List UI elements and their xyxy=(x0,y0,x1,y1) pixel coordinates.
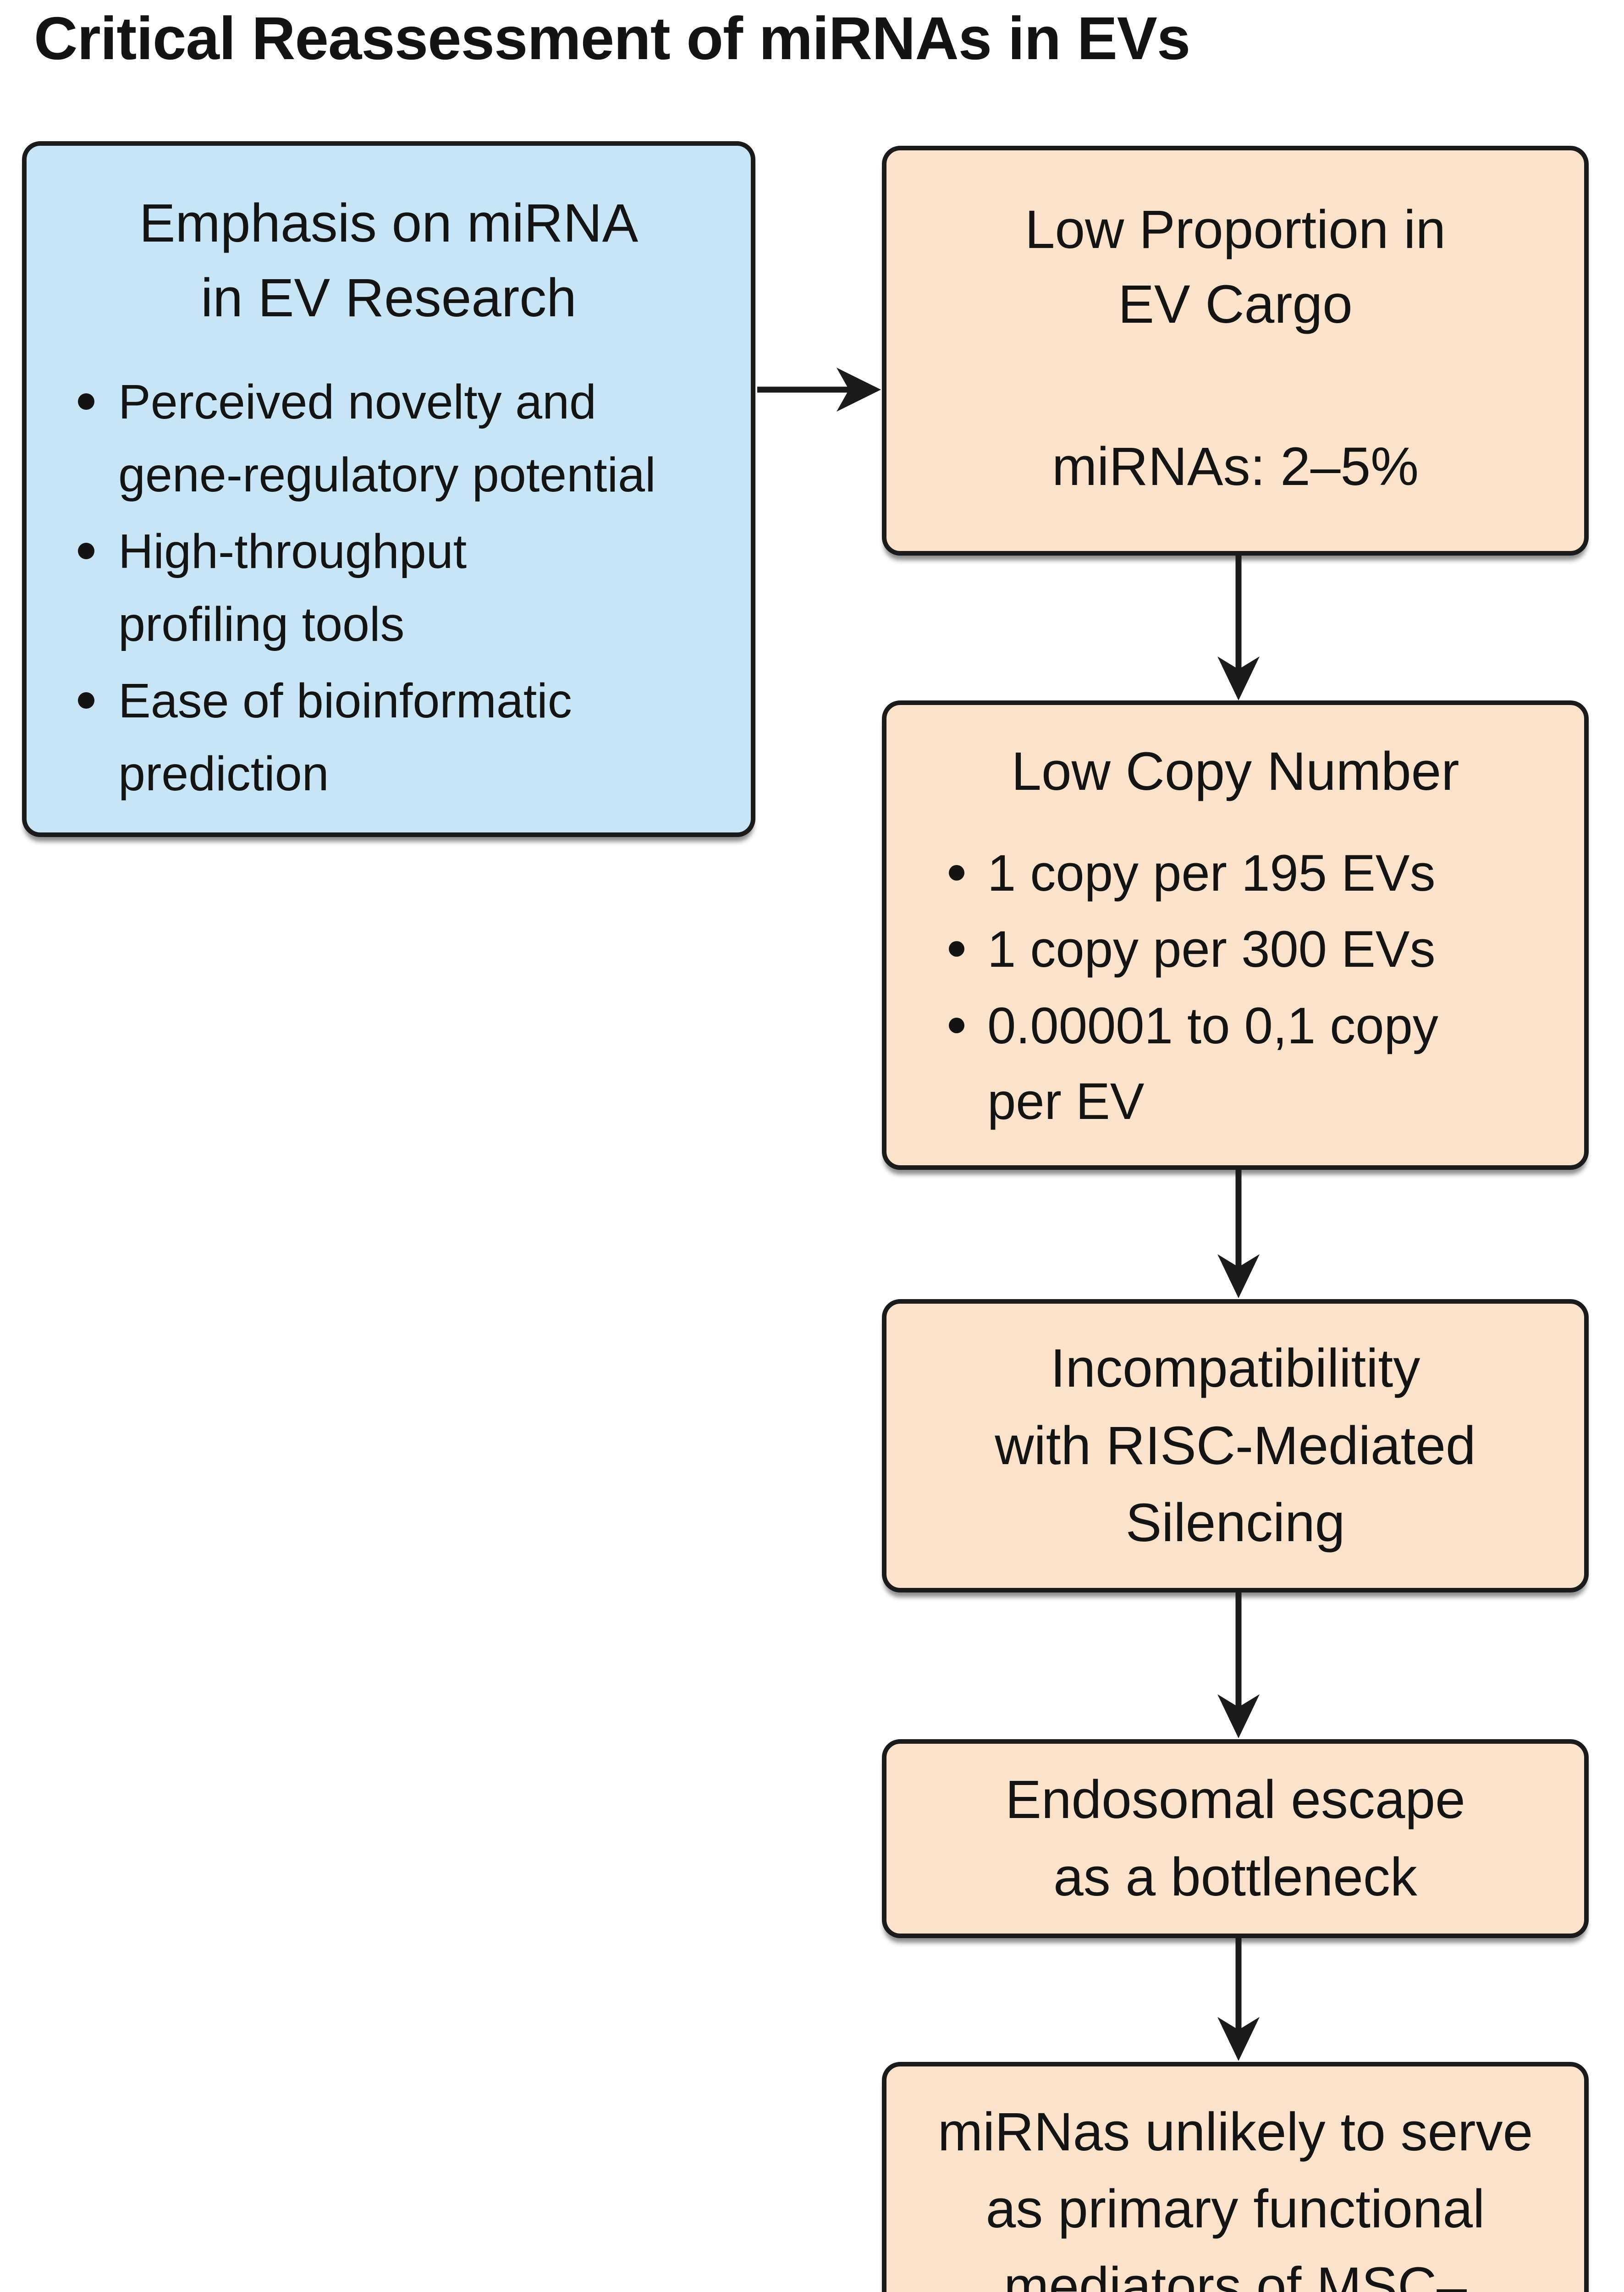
bullet-text: Perceived novelty and gene-regulatory po… xyxy=(118,375,656,502)
page-title: Critical Reassessment of miRNAs in EVs xyxy=(34,5,1190,72)
bullet-text: 1 copy per 195 EVs xyxy=(987,844,1436,902)
low-copy-box-title: Low Copy Number xyxy=(1011,741,1459,802)
list-item: 0.00001 to 0,1 copy per EV xyxy=(949,988,1566,1139)
arrow-endosomal-to-conclusion-icon xyxy=(1217,1938,1260,2061)
bullet-text: High-throughput profiling tools xyxy=(118,524,467,651)
endosomal-box-title: Endosomal escape as a bottleneck xyxy=(1005,1769,1465,1907)
emphasis-box-title: Emphasis on miRNA in EV Research xyxy=(139,193,639,328)
list-item: Ease of bioinformatic prediction xyxy=(78,665,728,810)
list-item: Perceived novelty and gene-regulatory po… xyxy=(78,366,728,512)
bullet-icon xyxy=(949,941,964,957)
low-proportion-box: Low Proportion in EV Cargo miRNAs: 2–5% xyxy=(882,146,1589,556)
bullet-text: 1 copy per 300 EVs xyxy=(987,920,1436,978)
emphasis-bullet-list: Perceived novelty and gene-regulatory po… xyxy=(27,366,751,810)
bullet-icon xyxy=(78,692,94,709)
low-proportion-box-title: Low Proportion in EV Cargo xyxy=(1024,199,1446,335)
low-copy-box: Low Copy Number 1 copy per 195 EVs 1 cop… xyxy=(882,700,1589,1170)
conclusion-box-title: miRNas unlikely to serve as primary func… xyxy=(937,2101,1533,2292)
risc-box-title: Incompatibilitity with RISC-Mediated Sil… xyxy=(995,1338,1476,1554)
arrow-risc-to-endosomal-icon xyxy=(1217,1591,1260,1738)
arrow-emphasis-to-low-proportion-icon xyxy=(757,368,881,412)
emphasis-box: Emphasis on miRNA in EV Research Perceiv… xyxy=(22,141,755,837)
conclusion-box: miRNas unlikely to serve as primary func… xyxy=(882,2062,1589,2292)
endosomal-box: Endosomal escape as a bottleneck xyxy=(882,1739,1589,1938)
low-proportion-box-value: miRNAs: 2–5% xyxy=(1051,436,1419,497)
list-item: 1 copy per 300 EVs xyxy=(949,912,1566,987)
bullet-icon xyxy=(949,1018,964,1034)
low-copy-bullet-list: 1 copy per 195 EVs 1 copy per 300 EVs 0.… xyxy=(886,836,1584,1140)
list-item: High-throughput profiling tools xyxy=(78,515,728,661)
bullet-icon xyxy=(949,865,964,881)
arrow-low-proportion-to-low-copy-icon xyxy=(1217,556,1260,700)
list-item: 1 copy per 195 EVs xyxy=(949,836,1566,911)
bullet-icon xyxy=(78,542,94,559)
arrow-low-copy-to-risc-icon xyxy=(1217,1169,1260,1298)
bullet-text: 0.00001 to 0,1 copy per EV xyxy=(987,997,1438,1130)
bullet-text: Ease of bioinformatic prediction xyxy=(118,673,572,801)
risc-box: Incompatibilitity with RISC-Mediated Sil… xyxy=(882,1299,1589,1592)
bullet-icon xyxy=(78,393,94,410)
